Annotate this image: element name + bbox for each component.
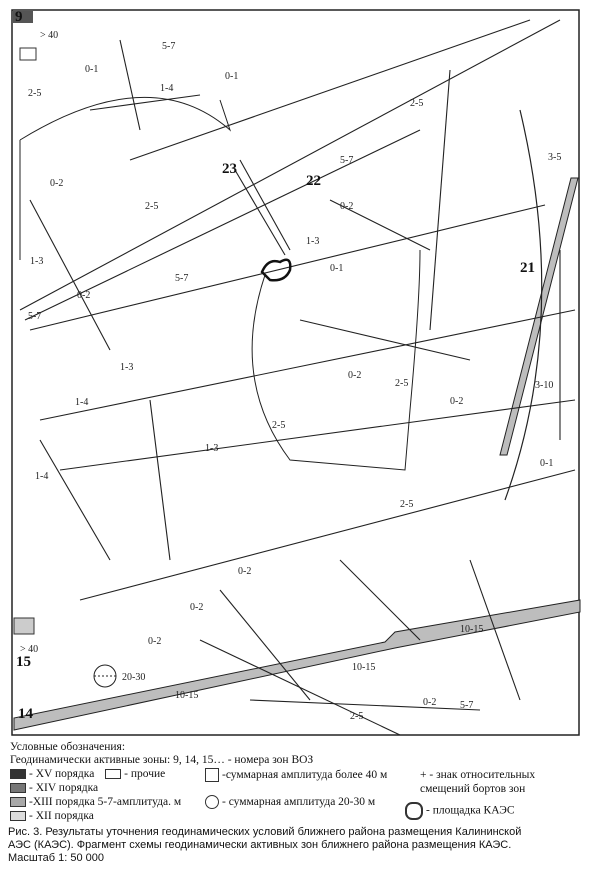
legend-amp2030: - суммарная амплитуда 20-30 м — [205, 795, 375, 810]
legend-sign: + - знак относительных — [420, 769, 536, 781]
amplitude-20-30-circle — [93, 664, 117, 688]
svg-text:1-4: 1-4 — [160, 83, 173, 94]
svg-text:2-5: 2-5 — [400, 499, 413, 510]
svg-text:1-4: 1-4 — [35, 471, 48, 482]
svg-text:1-3: 1-3 — [306, 236, 319, 247]
legend-site: - площадка КАЭС — [405, 802, 515, 820]
svg-text:2-5: 2-5 — [272, 420, 285, 431]
zone-9-marker — [13, 11, 33, 23]
svg-text:0-2: 0-2 — [348, 370, 361, 381]
svg-text:2-5: 2-5 — [410, 98, 423, 109]
legend: Условные обозначения: Геодинамически акт… — [10, 740, 585, 825]
svg-text:1-3: 1-3 — [120, 362, 133, 373]
zone-21-band — [499, 177, 579, 456]
svg-text:0-2: 0-2 — [238, 566, 251, 577]
bottom-amplitude-box — [13, 617, 35, 635]
svg-text:3-10: 3-10 — [535, 380, 553, 391]
svg-text:5-7: 5-7 — [340, 155, 353, 166]
zone-number-9: 9 — [15, 9, 23, 25]
legend-xiv: - XIV порядка — [10, 781, 98, 795]
svg-text:0-2: 0-2 — [340, 201, 353, 212]
svg-text:1-3: 1-3 — [30, 256, 43, 267]
svg-text:0-2: 0-2 — [190, 602, 203, 613]
xiv-swatch — [10, 783, 26, 794]
map-drawing: 9 14 15 21 22 23 > 40 > 40 20-30 0-1 0-1… — [11, 9, 581, 736]
legend-xv: - XV порядка - прочие — [10, 767, 165, 781]
zone-number-14: 14 — [18, 706, 34, 722]
svg-text:0-2: 0-2 — [148, 636, 161, 647]
svg-text:0-2: 0-2 — [50, 178, 63, 189]
zone-number-23: 23 — [222, 161, 237, 177]
svg-text:2-5: 2-5 — [350, 711, 363, 722]
svg-text:10-15: 10-15 — [352, 662, 375, 673]
svg-text:5-7: 5-7 — [28, 311, 41, 322]
svg-text:2-5: 2-5 — [145, 201, 158, 212]
arc-boundary-3 — [19, 96, 232, 141]
amp2030-swatch — [205, 795, 219, 810]
legend-xiii: -XIII порядка 5-7-амплитуда. м — [10, 795, 181, 809]
svg-text:0-2: 0-2 — [77, 290, 90, 301]
svg-text:0-1: 0-1 — [225, 71, 238, 82]
arc-boundary-1 — [504, 109, 543, 501]
kaes-site — [260, 258, 292, 282]
svg-text:0-1: 0-1 — [540, 458, 553, 469]
site-swatch — [405, 802, 423, 820]
svg-text:3-5: 3-5 — [548, 152, 561, 163]
zone-number-21: 21 — [520, 260, 535, 276]
svg-text:1-3: 1-3 — [205, 443, 218, 454]
top-amplitude-box — [19, 47, 37, 61]
map-fragment: 9 14 15 21 22 23 > 40 > 40 20-30 0-1 0-1… — [11, 9, 581, 736]
svg-text:0-1: 0-1 — [85, 64, 98, 75]
svg-text:5-7: 5-7 — [175, 273, 188, 284]
svg-text:5-7: 5-7 — [460, 700, 473, 711]
figure-caption: Рис. 3. Результаты уточнения геодинамиче… — [8, 826, 588, 865]
bottom-amplitude-label: > 40 — [20, 644, 38, 655]
xiii-swatch — [10, 797, 26, 808]
svg-text:0-2: 0-2 — [423, 697, 436, 708]
other-swatch — [105, 769, 122, 780]
svg-text:1-4: 1-4 — [75, 397, 88, 408]
legend-zones-line: Геодинамически активные зоны: 9, 14, 15…… — [10, 754, 314, 766]
caption-line-3: Масштаб 1: 50 000 — [8, 852, 104, 864]
xii-swatch — [10, 811, 26, 822]
caption-line-1: Рис. 3. Результаты уточнения геодинамиче… — [8, 826, 522, 838]
svg-text:10-15: 10-15 — [175, 690, 198, 701]
top-amplitude-label: > 40 — [40, 30, 58, 41]
zone-number-15: 15 — [16, 654, 31, 670]
caption-line-2: АЭС (КАЭС). Фрагмент схемы геодинамическ… — [8, 839, 512, 851]
svg-text:0-1: 0-1 — [330, 263, 343, 274]
legend-xii: - XII порядка — [10, 809, 94, 823]
svg-text:5-7: 5-7 — [162, 41, 175, 52]
legend-amp40: -суммарная амплитуда более 40 м — [205, 768, 387, 783]
arc-boundary-2 — [251, 249, 421, 471]
legend-sign2: смещений бортов зон — [420, 783, 526, 795]
legend-title: Условные обозначения: — [10, 741, 126, 753]
svg-text:10-15: 10-15 — [460, 624, 483, 635]
svg-text:2-5: 2-5 — [28, 88, 41, 99]
fault-lines — [19, 19, 576, 736]
zone-14-band — [13, 599, 581, 731]
amp40-swatch — [205, 768, 219, 783]
amplitude-labels: 0-1 0-1 0-1 0-1 0-2 0-2 0-2 0-2 0-2 0-2 … — [28, 41, 561, 722]
circle-label: 20-30 — [122, 672, 145, 683]
svg-text:2-5: 2-5 — [395, 378, 408, 389]
zone-number-22: 22 — [306, 173, 321, 189]
svg-text:0-2: 0-2 — [450, 396, 463, 407]
xv-swatch — [10, 769, 26, 780]
map-frame — [11, 9, 580, 736]
